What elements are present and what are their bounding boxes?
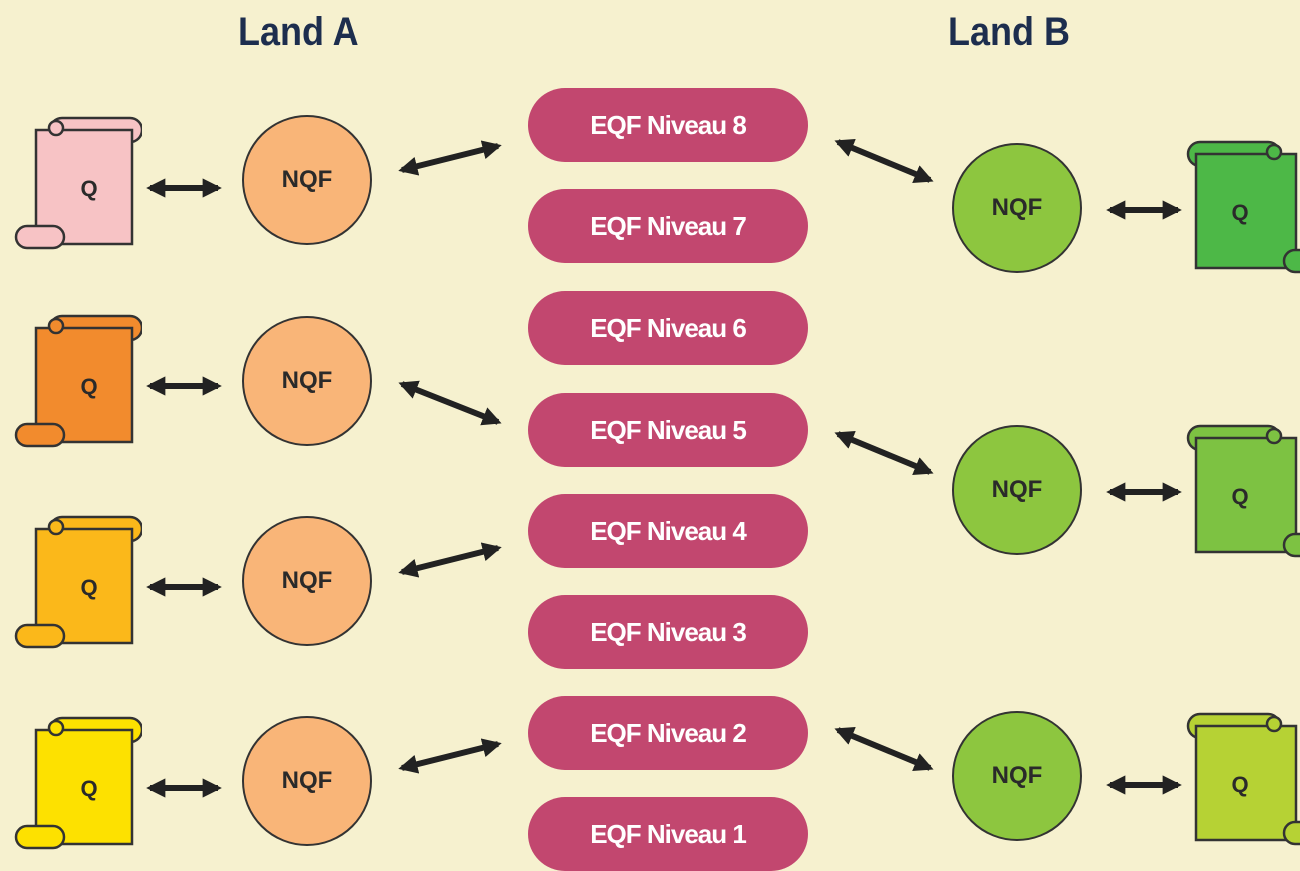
land-a-nqf-circle: NQF <box>242 716 372 846</box>
scroll-icon <box>1186 140 1300 274</box>
eqf-level-4: EQF Niveau 4 <box>528 494 808 568</box>
eqf-level-5: EQF Niveau 5 <box>528 393 808 467</box>
scroll-label: Q <box>1231 772 1249 797</box>
scroll-icon <box>14 716 142 850</box>
eqf-level-3: EQF Niveau 3 <box>528 595 808 669</box>
land-a-nqf-circle: NQF <box>242 316 372 446</box>
land-b-title: Land B <box>948 10 1070 54</box>
eqf-level-6: EQF Niveau 6 <box>528 291 808 365</box>
land-a-qualification-scroll: Q <box>12 712 142 852</box>
land-a-qualification-scroll: Q <box>12 511 142 651</box>
land-b-qualification-scroll: Q <box>1186 136 1300 276</box>
land-b-nqf-circle: NQF <box>952 711 1082 841</box>
arrow-b-eqf-nqf-1 <box>834 138 934 184</box>
scroll-label: Q <box>80 776 98 801</box>
eqf-level-2: EQF Niveau 2 <box>528 696 808 770</box>
scroll-icon <box>14 515 142 649</box>
scroll-label: Q <box>1231 484 1249 509</box>
scroll-label: Q <box>80 374 98 399</box>
land-a-title: Land A <box>238 10 359 54</box>
arrow-a-nqf-eqf-4 <box>398 738 502 774</box>
scroll-label: Q <box>80 575 98 600</box>
land-b-nqf-circle: NQF <box>952 425 1082 555</box>
land-a-qualification-scroll: Q <box>12 310 142 450</box>
scroll-label: Q <box>1231 200 1249 225</box>
eqf-level-8: EQF Niveau 8 <box>528 88 808 162</box>
arrow-b-eqf-nqf-2 <box>834 430 934 476</box>
scroll-icon <box>1186 424 1300 558</box>
eqf-level-1: EQF Niveau 1 <box>528 797 808 871</box>
arrow-b-eqf-nqf-3 <box>834 726 934 772</box>
scroll-icon <box>14 116 142 250</box>
arrow-a-nqf-eqf-2 <box>398 380 502 426</box>
scroll-icon <box>1186 712 1300 846</box>
land-a-nqf-circle: NQF <box>242 516 372 646</box>
eqf-level-7: EQF Niveau 7 <box>528 189 808 263</box>
arrow-a-nqf-eqf-1 <box>398 140 502 176</box>
land-a-qualification-scroll: Q <box>12 112 142 252</box>
land-a-nqf-circle: NQF <box>242 115 372 245</box>
arrow-a-nqf-eqf-3 <box>398 542 502 578</box>
land-b-qualification-scroll: Q <box>1186 708 1300 848</box>
scroll-label: Q <box>80 176 98 201</box>
scroll-icon <box>14 314 142 448</box>
land-b-nqf-circle: NQF <box>952 143 1082 273</box>
land-b-qualification-scroll: Q <box>1186 420 1300 560</box>
